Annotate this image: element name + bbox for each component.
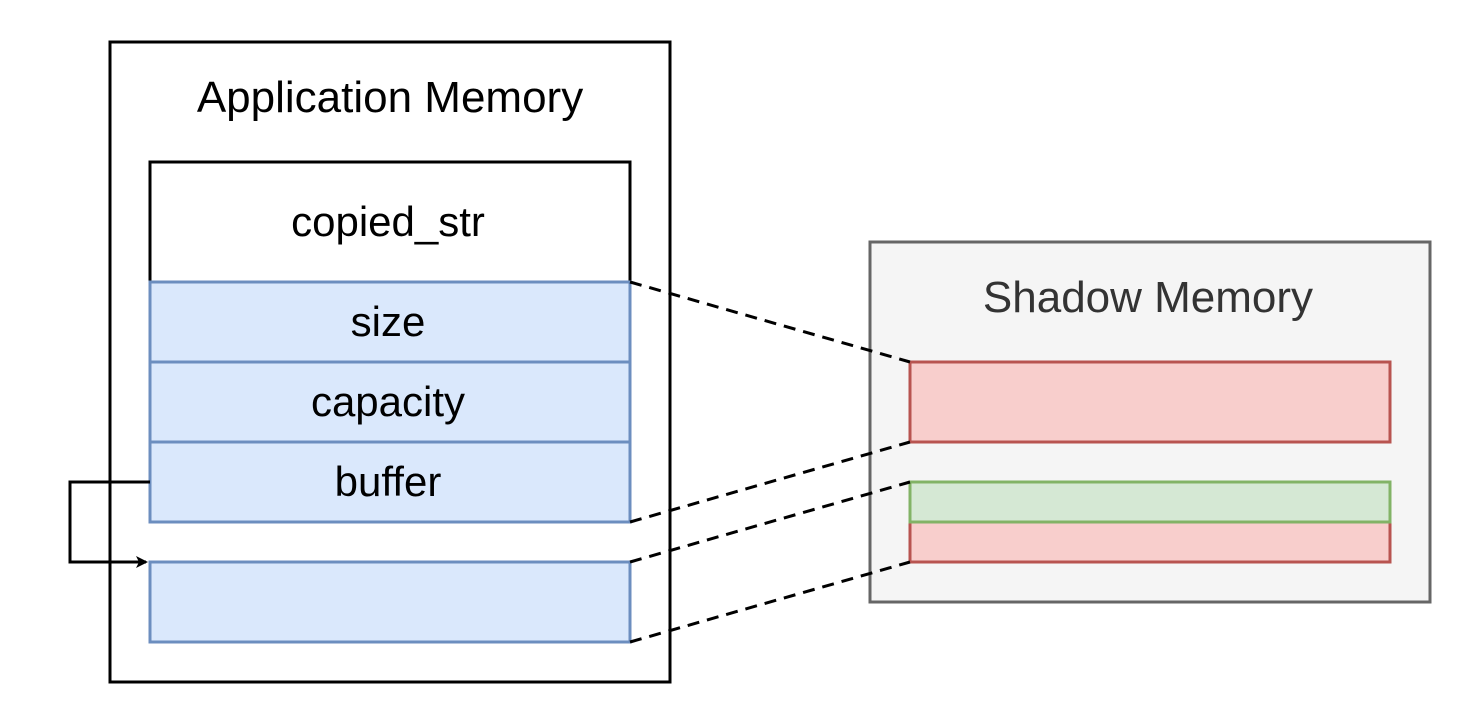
field-capacity-label: capacity — [311, 378, 465, 425]
mapping-line-object-top — [629, 280, 911, 364]
mapping-line-buffer-bottom — [629, 560, 911, 644]
buffer-pointer-arrow — [68, 480, 150, 568]
shadow-region-buffer-poisoned — [908, 520, 1392, 564]
field-capacity-box — [148, 360, 632, 444]
mapping-line-buffer-top — [629, 480, 911, 564]
shadow-region-buffer-addressable — [908, 480, 1392, 524]
object-header-label: copied_str — [291, 198, 485, 245]
heap-buffer-box — [148, 560, 632, 644]
shadow-mapping-lines — [629, 280, 911, 644]
mapping-line-object-bottom — [629, 440, 911, 524]
field-size-label: size — [351, 298, 426, 345]
shadow-region-object — [908, 360, 1392, 444]
field-buffer-label: buffer — [335, 458, 442, 505]
application-memory-title: Application Memory — [197, 73, 583, 122]
field-size-box — [148, 280, 632, 364]
field-buffer-box — [148, 440, 632, 524]
object-header-box — [148, 160, 632, 284]
shadow-memory-title: Shadow Memory — [983, 273, 1313, 322]
